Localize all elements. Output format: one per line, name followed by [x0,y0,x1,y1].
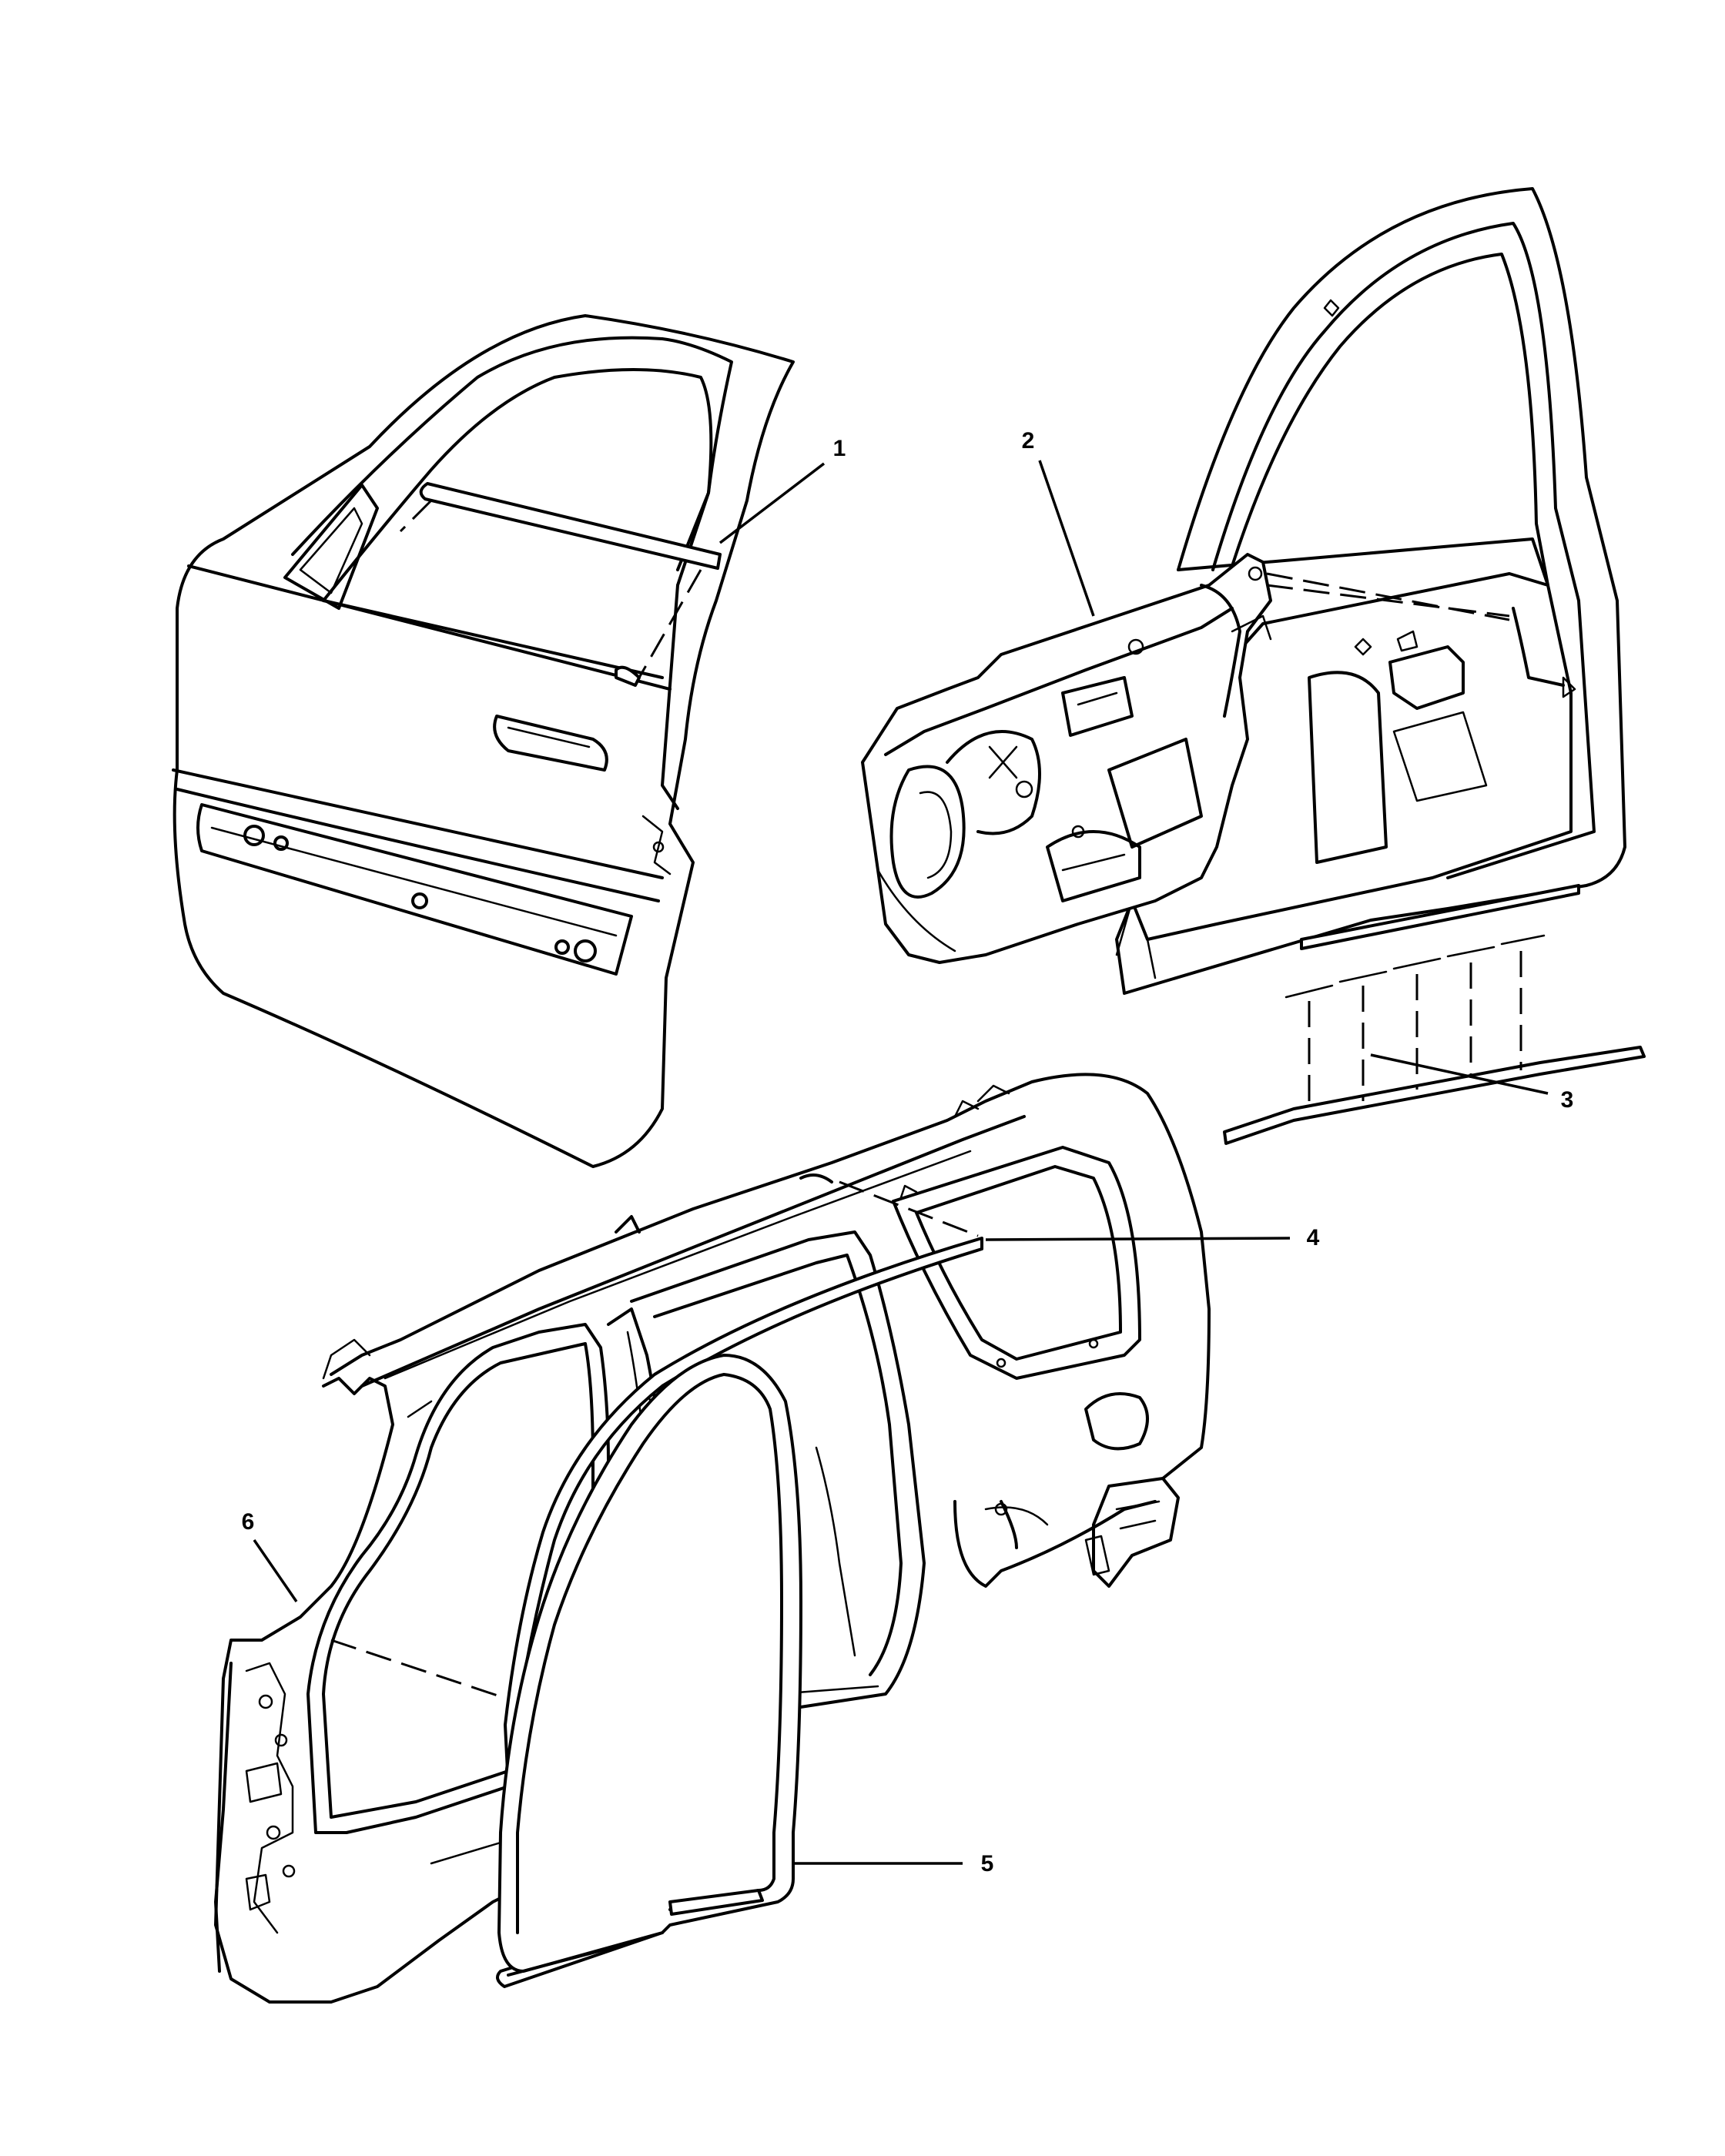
part-5-door-opening-weatherstrip [496,1354,802,1988]
callout-6: 6 [242,1509,255,1535]
callout-1: 1 [833,436,846,461]
part-2-inner-panel [861,553,1272,964]
inner-door-dashes [1266,572,1510,621]
front-door-outer [172,314,795,1168]
callout-3: 3 [1561,1087,1574,1113]
leader-lines [253,460,1549,1865]
callout-5: 5 [981,1851,994,1876]
callout-4: 4 [1307,1225,1320,1250]
callout-2: 2 [1022,428,1035,454]
part-1-belt-weatherstrip [399,482,722,687]
part-3-sill-seal [1223,884,1646,1145]
